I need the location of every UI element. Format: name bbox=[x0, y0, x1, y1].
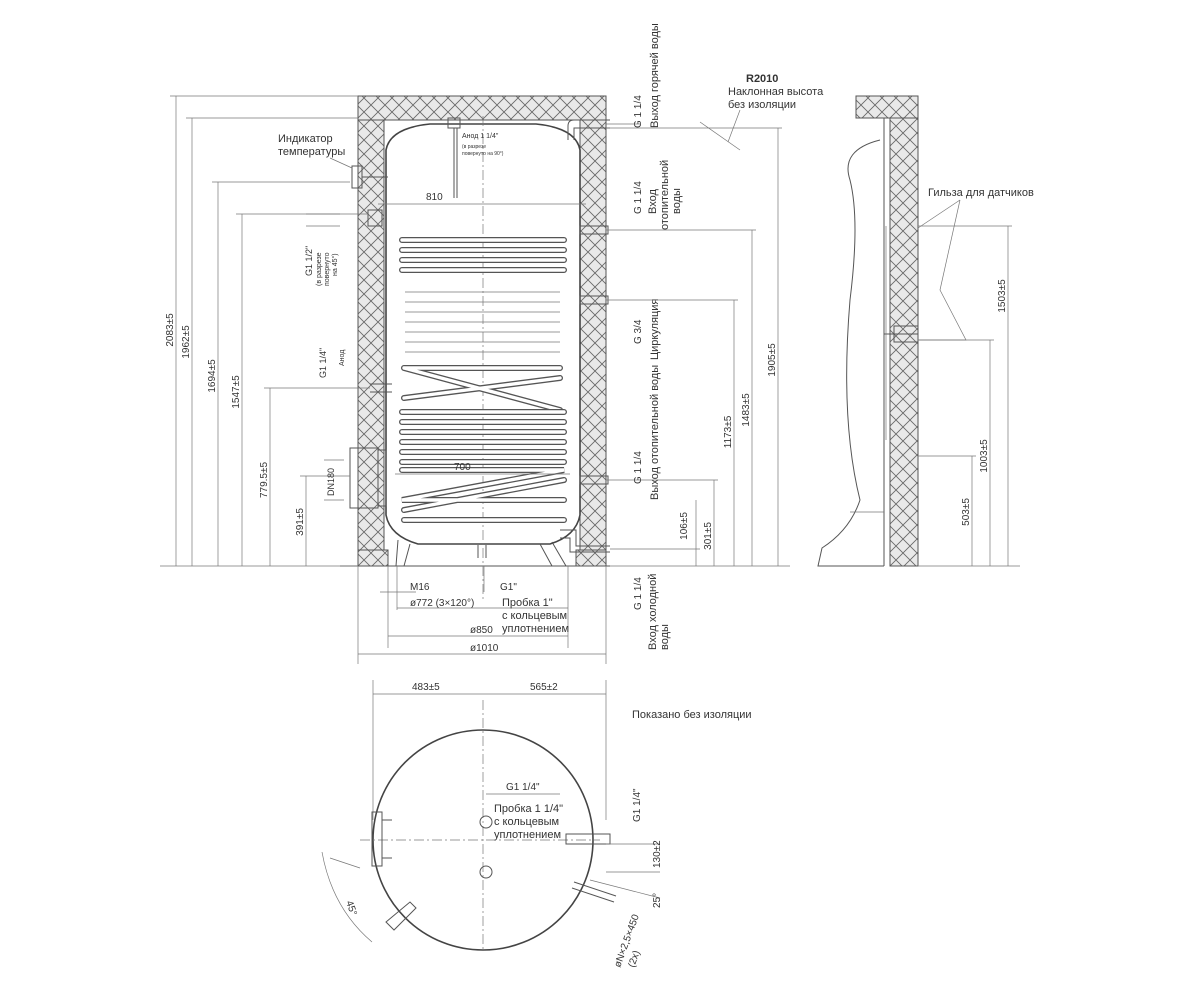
temp-indicator-label-1: Индикатор bbox=[278, 133, 333, 145]
dim-391: 391±5 bbox=[295, 508, 306, 536]
top-outlet-size: G1 1/4" bbox=[632, 788, 643, 822]
dim-810: 810 bbox=[426, 192, 443, 203]
bottom-dimensions: M16 ø772 (3×120°) ø850 ø1010 G1" Пробка … bbox=[357, 566, 607, 664]
dim-1483: 1483±5 bbox=[741, 393, 752, 427]
side-sleeve-note-1: (в разрезе bbox=[316, 252, 323, 286]
top-view-flange bbox=[371, 811, 383, 867]
top-center-nozzle bbox=[479, 865, 493, 879]
tank-leg-center bbox=[477, 545, 487, 558]
r2010-leader bbox=[699, 109, 741, 151]
angle-25: 25° bbox=[652, 893, 663, 908]
angle-45: 45° bbox=[343, 899, 359, 917]
bottom-plug-label-1: Пробка 1" bbox=[502, 597, 553, 609]
cold-water-inlet-pipe bbox=[560, 529, 610, 553]
side-insulation-top bbox=[855, 95, 919, 119]
dim-2083: 2083±5 bbox=[165, 313, 176, 347]
insulation-right bbox=[579, 119, 607, 567]
heat-in-label-1: Вход bbox=[647, 189, 659, 214]
dim-483: 483±5 bbox=[412, 682, 440, 693]
tilt-height-label-1: Наклонная высота bbox=[728, 86, 824, 98]
dim-130: 130±2 bbox=[652, 840, 663, 868]
cold-in-label-2: воды bbox=[659, 624, 671, 650]
dim-1962: 1962±5 bbox=[181, 325, 192, 359]
side-sleeve-left bbox=[367, 209, 383, 227]
right-dimensions: 1905±5 1483±5 1173±5 301±5 106±5 bbox=[606, 127, 790, 567]
tilt-height-label-2: без изоляции bbox=[728, 99, 796, 111]
heat-out-label: Выход отопительной воды bbox=[649, 365, 661, 500]
hot-out-label: Выход горячей воды bbox=[649, 23, 661, 128]
top-view-diagonal-nozzle bbox=[385, 901, 417, 931]
hot-out-size: G 1 1/4 bbox=[633, 95, 644, 128]
dim-1547: 1547±5 bbox=[231, 375, 242, 409]
dim-106: 106±5 bbox=[679, 512, 690, 540]
dim-565: 565±2 bbox=[530, 682, 558, 693]
top-plug-label-1: Пробка 1 1/4" bbox=[494, 803, 563, 815]
dim-700: 700 bbox=[454, 462, 471, 473]
heat-out-size: G 1 1/4 bbox=[633, 451, 644, 484]
dim-d1010: ø1010 bbox=[470, 643, 499, 654]
dim-d850: ø850 bbox=[470, 625, 493, 636]
top-plug-label-2: с кольцевым bbox=[494, 816, 559, 828]
dim-503: 503±5 bbox=[961, 498, 972, 526]
top-view-outlet-pipe bbox=[565, 833, 611, 845]
side-sleeve-size: G1 1/2" bbox=[304, 246, 314, 276]
dim-m16: M16 bbox=[410, 582, 430, 593]
heat-in-label-2: отопительной bbox=[659, 160, 671, 230]
cold-in-size: G 1 1/4 bbox=[633, 577, 644, 610]
shown-without-insulation: Показано без изоляции bbox=[632, 709, 752, 721]
angle-45-arc bbox=[321, 851, 373, 943]
dim-1694: 1694±5 bbox=[207, 359, 218, 393]
tank-leg-left bbox=[395, 539, 411, 567]
dim-1503: 1503±5 bbox=[997, 279, 1008, 313]
top-plug-label-3: уплотнением bbox=[494, 829, 561, 841]
heat-in-label-3: воды bbox=[671, 188, 683, 214]
bottom-plug-label-2: с кольцевым bbox=[502, 610, 567, 622]
tank-vessel bbox=[385, 123, 581, 545]
circulation-size: G 3/4 bbox=[633, 319, 644, 344]
side-anode-size: G1 1/4" bbox=[318, 348, 328, 378]
top-view-sleeve bbox=[571, 881, 617, 903]
side-tank-profile bbox=[817, 139, 884, 567]
dim-d772: ø772 (3×120°) bbox=[410, 598, 474, 609]
insulation-top bbox=[357, 95, 607, 121]
circulation-label: Циркуляция bbox=[649, 299, 661, 360]
flange-dn180: DN180 bbox=[326, 468, 336, 496]
heat-in-size: G 1 1/4 bbox=[633, 181, 644, 214]
temp-indicator-label-2: температуры bbox=[278, 146, 345, 158]
insulation-left bbox=[357, 119, 385, 567]
top-plug-size: G1 1/4" bbox=[506, 782, 540, 793]
heat-exchanger-upper-coil bbox=[399, 237, 567, 353]
side-anode-word: Анод bbox=[339, 350, 346, 366]
hot-water-outlet-pipe bbox=[567, 119, 610, 140]
dim-1003: 1003±5 bbox=[979, 439, 990, 473]
dim-779: 779.5±5 bbox=[259, 462, 270, 499]
bottom-plug-size: G1" bbox=[500, 582, 517, 593]
top-anode-note-1: (в разрезе bbox=[462, 144, 486, 150]
top-anode-note-2: повернуто на 90°) bbox=[462, 151, 504, 157]
cold-in-label-1: Вход холодной bbox=[647, 574, 659, 650]
sensor-sleeve-label: Гильза для датчиков bbox=[928, 187, 1034, 199]
dim-1905: 1905±5 bbox=[767, 343, 778, 377]
tank-leg-right bbox=[539, 541, 567, 567]
insulation-bottom-left bbox=[357, 549, 389, 567]
heat-exchanger-lower-coil bbox=[399, 409, 567, 523]
right-connection-labels: G 1 1/4 Выход горячей воды G 1 1/4 Вход … bbox=[606, 23, 683, 650]
bottom-plug-label-3: уплотнением bbox=[502, 623, 569, 635]
side-section-view: Гильза для датчиков 1503±5 1003±5 503±5 bbox=[817, 95, 1034, 567]
r2010-label: R2010 bbox=[746, 73, 778, 85]
left-dimensions: 2083±5 1962±5 1694±5 1547±5 779.5±5 391±… bbox=[160, 95, 370, 567]
side-sleeve-note-2: повернуто bbox=[324, 252, 331, 286]
dim-1173: 1173±5 bbox=[723, 415, 734, 448]
dim-301: 301±5 bbox=[703, 522, 714, 550]
front-section-view: Анод 1 1/4" (в разрезе повернуто на 90°) bbox=[160, 23, 824, 664]
side-sleeve-note-3: на 45°) bbox=[331, 253, 339, 276]
top-view: Показано без изоляции 483±5 565±2 G1 1/4… bbox=[321, 680, 752, 969]
top-anode-label: Анод 1 1/4" bbox=[462, 133, 499, 140]
top-plug bbox=[479, 815, 493, 829]
